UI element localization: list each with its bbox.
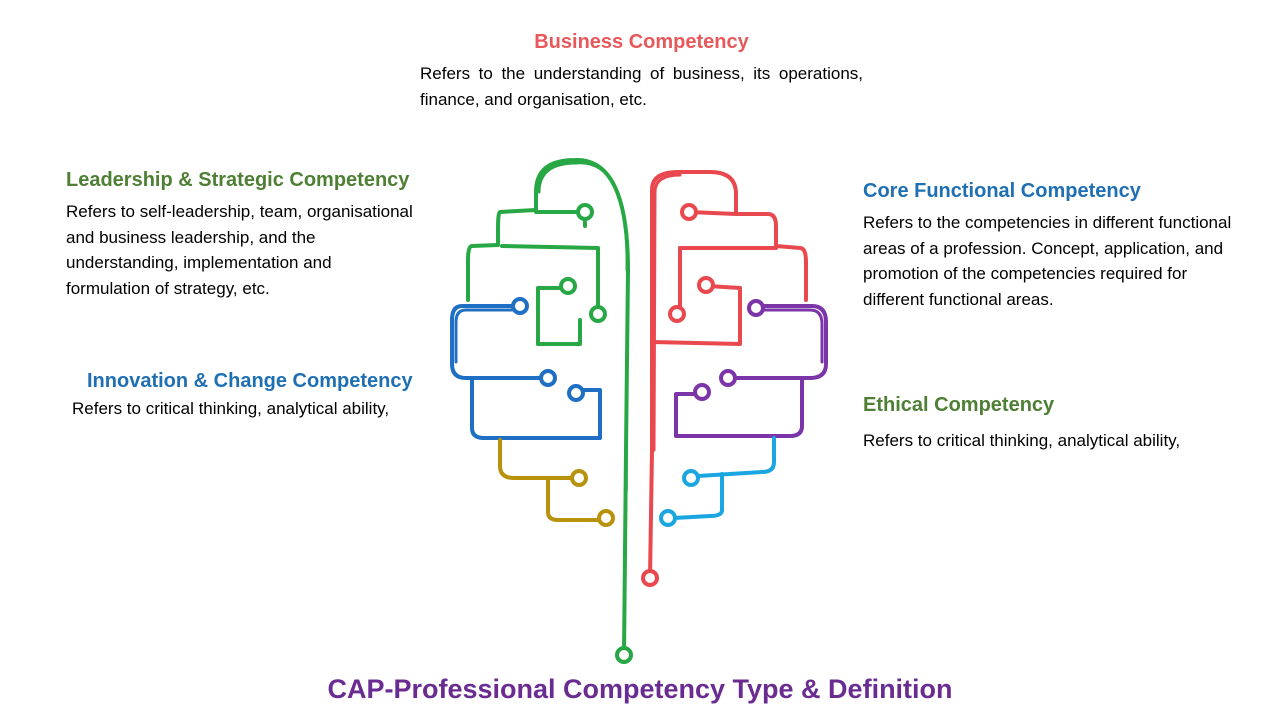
circuit-node [693, 383, 711, 401]
circuit-node [559, 277, 577, 295]
circuit-node [511, 297, 529, 315]
core-functional-competency-title: Core Functional Competency [863, 180, 1141, 202]
blue-circuit [450, 304, 602, 440]
business-competency-title: Business Competency [534, 31, 749, 53]
business-competency-block: Business Competency Refers to the unders… [420, 29, 863, 112]
innovation-competency-title: Innovation & Change Competency [87, 370, 413, 392]
core-functional-competency-block: Core Functional Competency Refers to the… [863, 178, 1238, 312]
core-functional-competency-description: Refers to the competencies in different … [863, 213, 1232, 309]
circuit-node [719, 369, 737, 387]
circuit-brain-illustration [450, 157, 828, 664]
innovation-competency-block: Innovation & Change Competency Refers to… [72, 368, 452, 422]
circuit-node [576, 203, 594, 221]
circuit-node [615, 646, 633, 664]
circuit-node [567, 384, 585, 402]
ethical-competency-description: Refers to critical thinking, analytical … [863, 431, 1181, 450]
ethical-competency-block: Ethical Competency Refers to critical th… [863, 392, 1253, 454]
circuit-node [539, 369, 557, 387]
circuit-node [747, 299, 765, 317]
circuit-node [570, 469, 588, 487]
circuit-node [680, 203, 698, 221]
innovation-competency-description: Refers to critical thinking, analytical … [72, 399, 390, 418]
circuit-node [668, 305, 686, 323]
business-competency-description: Refers to the understanding of business,… [420, 64, 863, 109]
leadership-competency-description: Refers to self-leadership, team, organis… [66, 202, 413, 298]
circuit-node [682, 469, 700, 487]
purple-circuit-nodes [693, 299, 765, 401]
green-circuit [466, 157, 630, 657]
red-circuit-nodes [641, 203, 715, 587]
gold-circuit [498, 438, 602, 522]
cyan-circuit [672, 436, 776, 520]
leadership-competency-block: Leadership & Strategic Competency Refers… [66, 167, 426, 301]
ethical-competency-title: Ethical Competency [863, 394, 1055, 416]
blue-circuit-nodes [511, 297, 585, 402]
circuit-node [597, 509, 615, 527]
circuit-node [697, 276, 715, 294]
circuit-node [659, 509, 677, 527]
green-circuit-nodes [559, 203, 633, 664]
circuit-node [641, 569, 659, 587]
circuit-node [589, 305, 607, 323]
cyan-circuit-nodes [659, 469, 700, 527]
leadership-competency-title: Leadership & Strategic Competency [66, 169, 410, 191]
gold-circuit-nodes [570, 469, 615, 527]
diagram-caption: CAP-Professional Competency Type & Defin… [327, 674, 953, 704]
purple-circuit [674, 304, 828, 438]
